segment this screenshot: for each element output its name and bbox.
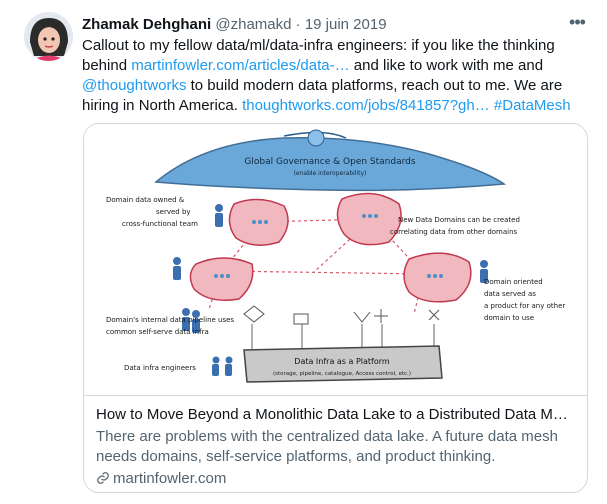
tweet-text-part: to build modern data platforms, reach ou…: [82, 77, 563, 114]
governance-sublabel: (enable interoperability): [294, 170, 367, 177]
avatar[interactable]: [24, 12, 73, 61]
tweet-date[interactable]: 19 juin 2019: [304, 16, 387, 33]
card-image[interactable]: Global Governance & Open Standards (enab…: [84, 124, 587, 394]
article-link[interactable]: martinfowler.com/articles/data-…: [131, 57, 350, 74]
more-options-icon[interactable]: •••: [569, 12, 586, 32]
annotation-domain-owned-1: Domain data owned &: [106, 196, 185, 204]
platform-sublabel: (storage, pipeline, catalogue, Access co…: [273, 371, 411, 377]
card-title[interactable]: How to Move Beyond a Monolithic Data Lak…: [96, 406, 568, 423]
link-card[interactable]: Global Governance & Open Standards (enab…: [83, 123, 588, 493]
annotation-domain-oriented-3: a product for any other: [484, 302, 565, 310]
data-mesh-diagram: Global Governance & Open Standards (enab…: [106, 129, 565, 383]
annotation-domain-oriented-2: data served as: [484, 290, 536, 298]
tweet-header: Zhamak Dehghani @zhamakd · 19 juin 2019: [82, 14, 587, 36]
hashtag-link[interactable]: #DataMesh: [493, 97, 571, 114]
annotation-domain-owned-3: cross-functional team: [122, 220, 198, 228]
mention-link[interactable]: @thoughtworks: [82, 77, 187, 94]
card-meta[interactable]: How to Move Beyond a Monolithic Data Lak…: [84, 395, 587, 492]
author-handle[interactable]: @zhamakd: [215, 16, 292, 33]
avatar-illustration: [24, 12, 73, 61]
annotation-pipeline-2: common self-serve data infra: [106, 328, 209, 336]
annotation-new-domains-1: New Data Domains can be created: [398, 216, 520, 224]
separator: ·: [295, 16, 301, 33]
link-icon: [97, 472, 109, 484]
author-name[interactable]: Zhamak Dehghani: [82, 16, 212, 33]
tweet-text-part: and like to work with me and: [349, 57, 544, 74]
jobs-link[interactable]: thoughtworks.com/jobs/841857?gh…: [242, 97, 490, 114]
annotation-domain-oriented-1: Domain oriented: [484, 278, 543, 286]
annotation-domain-owned-2: served by: [156, 208, 191, 216]
platform-label: Data Infra as a Platform: [294, 357, 390, 366]
annotation-new-domains-2: correlating data from other domains: [390, 228, 518, 236]
card-domain-text: martinfowler.com: [113, 470, 227, 487]
annotation-pipeline-1: Domain's internal data pipeline uses: [106, 316, 234, 324]
tweet-text: Callout to my fellow data/ml/data-infra …: [82, 36, 592, 116]
governance-label: Global Governance & Open Standards: [244, 157, 415, 167]
card-domain[interactable]: martinfowler.com: [96, 469, 226, 489]
card-description: There are problems with the centralized …: [96, 428, 558, 465]
annotation-engineers: Data infra engineers: [124, 364, 196, 372]
tweet-text-part: Callout to my fellow data/ml/data-infra …: [82, 37, 555, 74]
annotation-domain-oriented-4: domain to use: [484, 314, 534, 322]
